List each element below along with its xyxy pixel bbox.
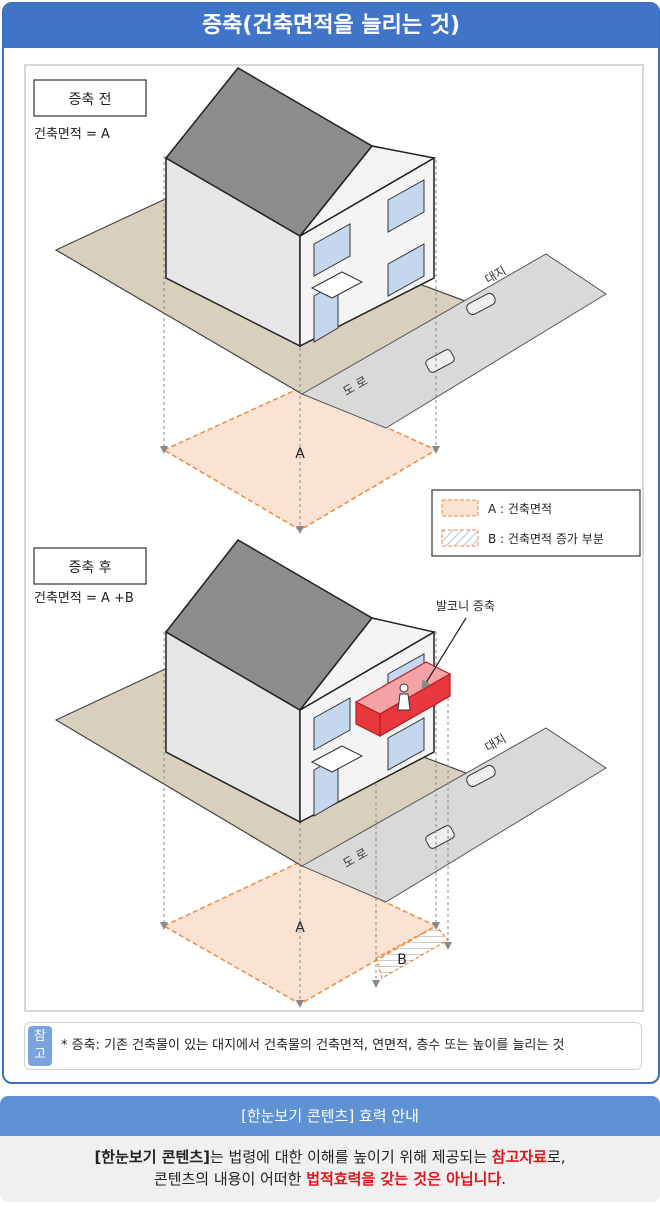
before-area-a-label: A — [295, 446, 305, 462]
info-header: [한눈보기 콘텐츠] 효력 안내 — [0, 1096, 660, 1136]
note-tag-line1: 참 — [34, 1029, 46, 1044]
car-icon — [425, 825, 455, 849]
before-label: 증축 전 — [68, 92, 111, 108]
before-formula: 건축면적 = A — [34, 127, 110, 142]
info-highlight: 법적효력을 갖는 것은 아닙니다 — [306, 1170, 502, 1188]
note-text: * 증축: 기존 건축물이 있는 대지에서 건축물의 건축면적, 연면적, 층수… — [61, 1038, 565, 1053]
note-box: 참 고 * 증축: 기존 건축물이 있는 대지에서 건축물의 건축면적, 연면적… — [24, 1022, 642, 1070]
info-bold-title: [한눈보기 콘텐츠] — [94, 1148, 210, 1166]
diagram-panel: 증축 전 건축면적 = A A 대지 도 로 — [24, 64, 644, 1012]
info-highlight: 참고자료 — [491, 1148, 547, 1166]
before-house — [164, 67, 437, 348]
legend-b-swatch — [441, 529, 479, 547]
info-text: 는 법령에 대한 이해를 높이기 위해 제공되는 — [209, 1148, 492, 1166]
after-road — [300, 727, 607, 903]
info-line-2: 콘텐츠의 내용이 어떠한 법적효력을 갖는 것은 아닙니다. — [0, 1168, 660, 1190]
before-scene: 증축 전 건축면적 = A A 대지 도 로 — [33, 67, 607, 534]
extension-diagram: 증축 전 건축면적 = A A 대지 도 로 — [33, 67, 641, 1008]
car-icon — [466, 764, 496, 788]
info-text: 콘텐츠의 내용이 어떠한 — [153, 1170, 307, 1188]
car-icon — [425, 349, 455, 373]
after-label-box — [33, 547, 147, 585]
info-text: 로, — [546, 1148, 566, 1166]
info-line-1: [한눈보기 콘텐츠]는 법령에 대한 이해를 높이기 위해 제공되는 참고자료로… — [0, 1146, 660, 1168]
balcony-callout: 발코니 증축 — [436, 599, 495, 613]
after-formula: 건축면적 = A +B — [34, 591, 134, 606]
note-tag-line2: 고 — [34, 1047, 46, 1062]
legend-a-label: A : 건축면적 — [488, 502, 552, 516]
callout-arrow — [421, 617, 467, 691]
legend: A : 건축면적 B : 건축면적 증가 부분 — [431, 489, 641, 557]
before-label-box — [33, 79, 147, 117]
legend-b-label: B : 건축면적 증가 부분 — [488, 532, 604, 546]
note-tag: 참 고 — [28, 1026, 52, 1066]
car-icon — [466, 292, 496, 316]
before-road — [300, 253, 607, 429]
page-title: 증축(건축면적을 늘리는 것) — [4, 4, 658, 48]
main-card: 증축(건축면적을 늘리는 것) 증축 전 건축면적 = A — [2, 2, 660, 1084]
info-body: [한눈보기 콘텐츠]는 법령에 대한 이해를 높이기 위해 제공되는 참고자료로… — [0, 1136, 660, 1202]
after-scene: 증축 후 건축면적 = A +B A B 대지 도 로 — [33, 539, 607, 1008]
info-section: [한눈보기 콘텐츠] 효력 안내 [한눈보기 콘텐츠]는 법령에 대한 이해를 … — [0, 1096, 660, 1206]
after-area-b-label: B — [397, 952, 407, 968]
info-text: . — [501, 1170, 507, 1188]
legend-a-swatch — [441, 499, 479, 517]
after-label: 증축 후 — [68, 560, 111, 576]
after-area-a-label: A — [295, 920, 305, 936]
